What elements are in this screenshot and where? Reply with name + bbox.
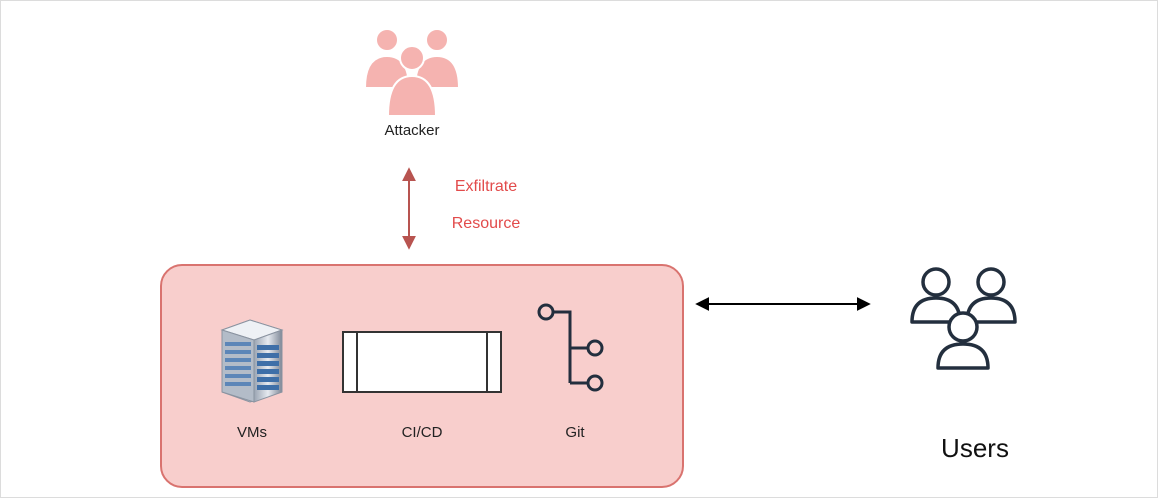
exfiltrate-label: Exfiltrate xyxy=(454,178,518,195)
attacker-label: Attacker xyxy=(384,122,440,139)
cicd-label: CI/CD xyxy=(401,424,443,441)
vms-label: VMs xyxy=(237,424,267,441)
git-branch-icon xyxy=(537,303,604,392)
git-label: Git xyxy=(565,424,585,441)
server-rack-icon xyxy=(220,319,284,403)
attacker-icon xyxy=(363,28,461,117)
users-outline-icon xyxy=(910,267,1017,370)
users-label: Users xyxy=(941,433,1009,463)
resource-label: Resource xyxy=(451,215,521,232)
process-block-icon xyxy=(342,331,502,393)
